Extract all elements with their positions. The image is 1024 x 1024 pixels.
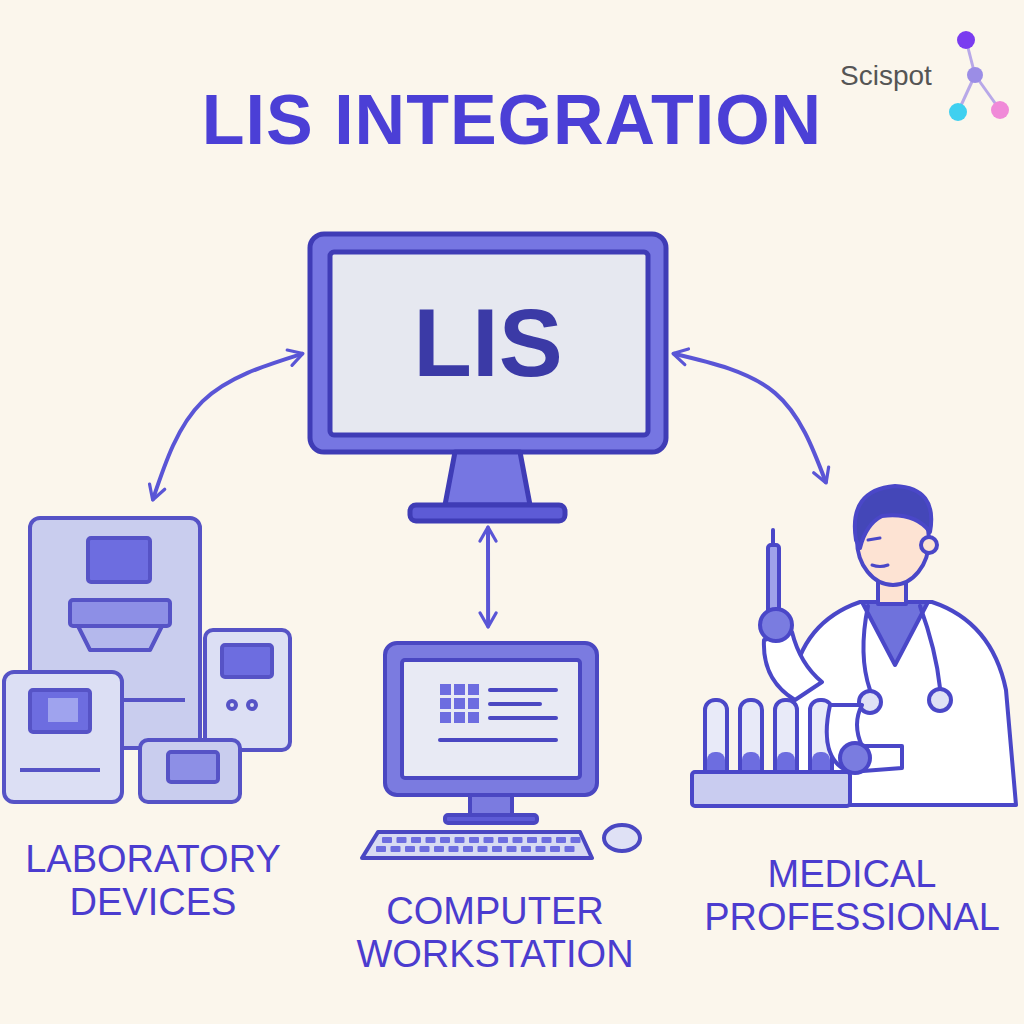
connector-arrow (153, 354, 302, 499)
lab-devices (4, 518, 290, 802)
node-caption: COMPUTER WORKSTATION (345, 890, 645, 977)
test-tube-rack (692, 705, 902, 806)
person-node: MEDICAL PROFESSIONAL (688, 488, 1016, 940)
logo-text: Scispot (840, 60, 932, 92)
system-name: LIS (413, 250, 562, 435)
logo-molecule (949, 31, 1009, 121)
connector-arrow (486, 528, 490, 626)
node-caption: MEDICAL PROFESSIONAL (688, 853, 1016, 940)
workstation (362, 643, 640, 858)
medical-professional (760, 486, 1016, 805)
workstation-node: COMPUTER WORKSTATION (345, 632, 645, 977)
title: LIS INTEGRATION (0, 80, 1024, 160)
device-group: LABORATORY DEVICES (8, 505, 298, 925)
lis-monitor (310, 234, 666, 521)
screen-icon (440, 684, 556, 740)
keyboard-keys (376, 837, 581, 852)
connector-arrow (674, 354, 826, 482)
node-caption: LABORATORY DEVICES (8, 838, 298, 925)
system-monitor: LIS (308, 232, 668, 522)
